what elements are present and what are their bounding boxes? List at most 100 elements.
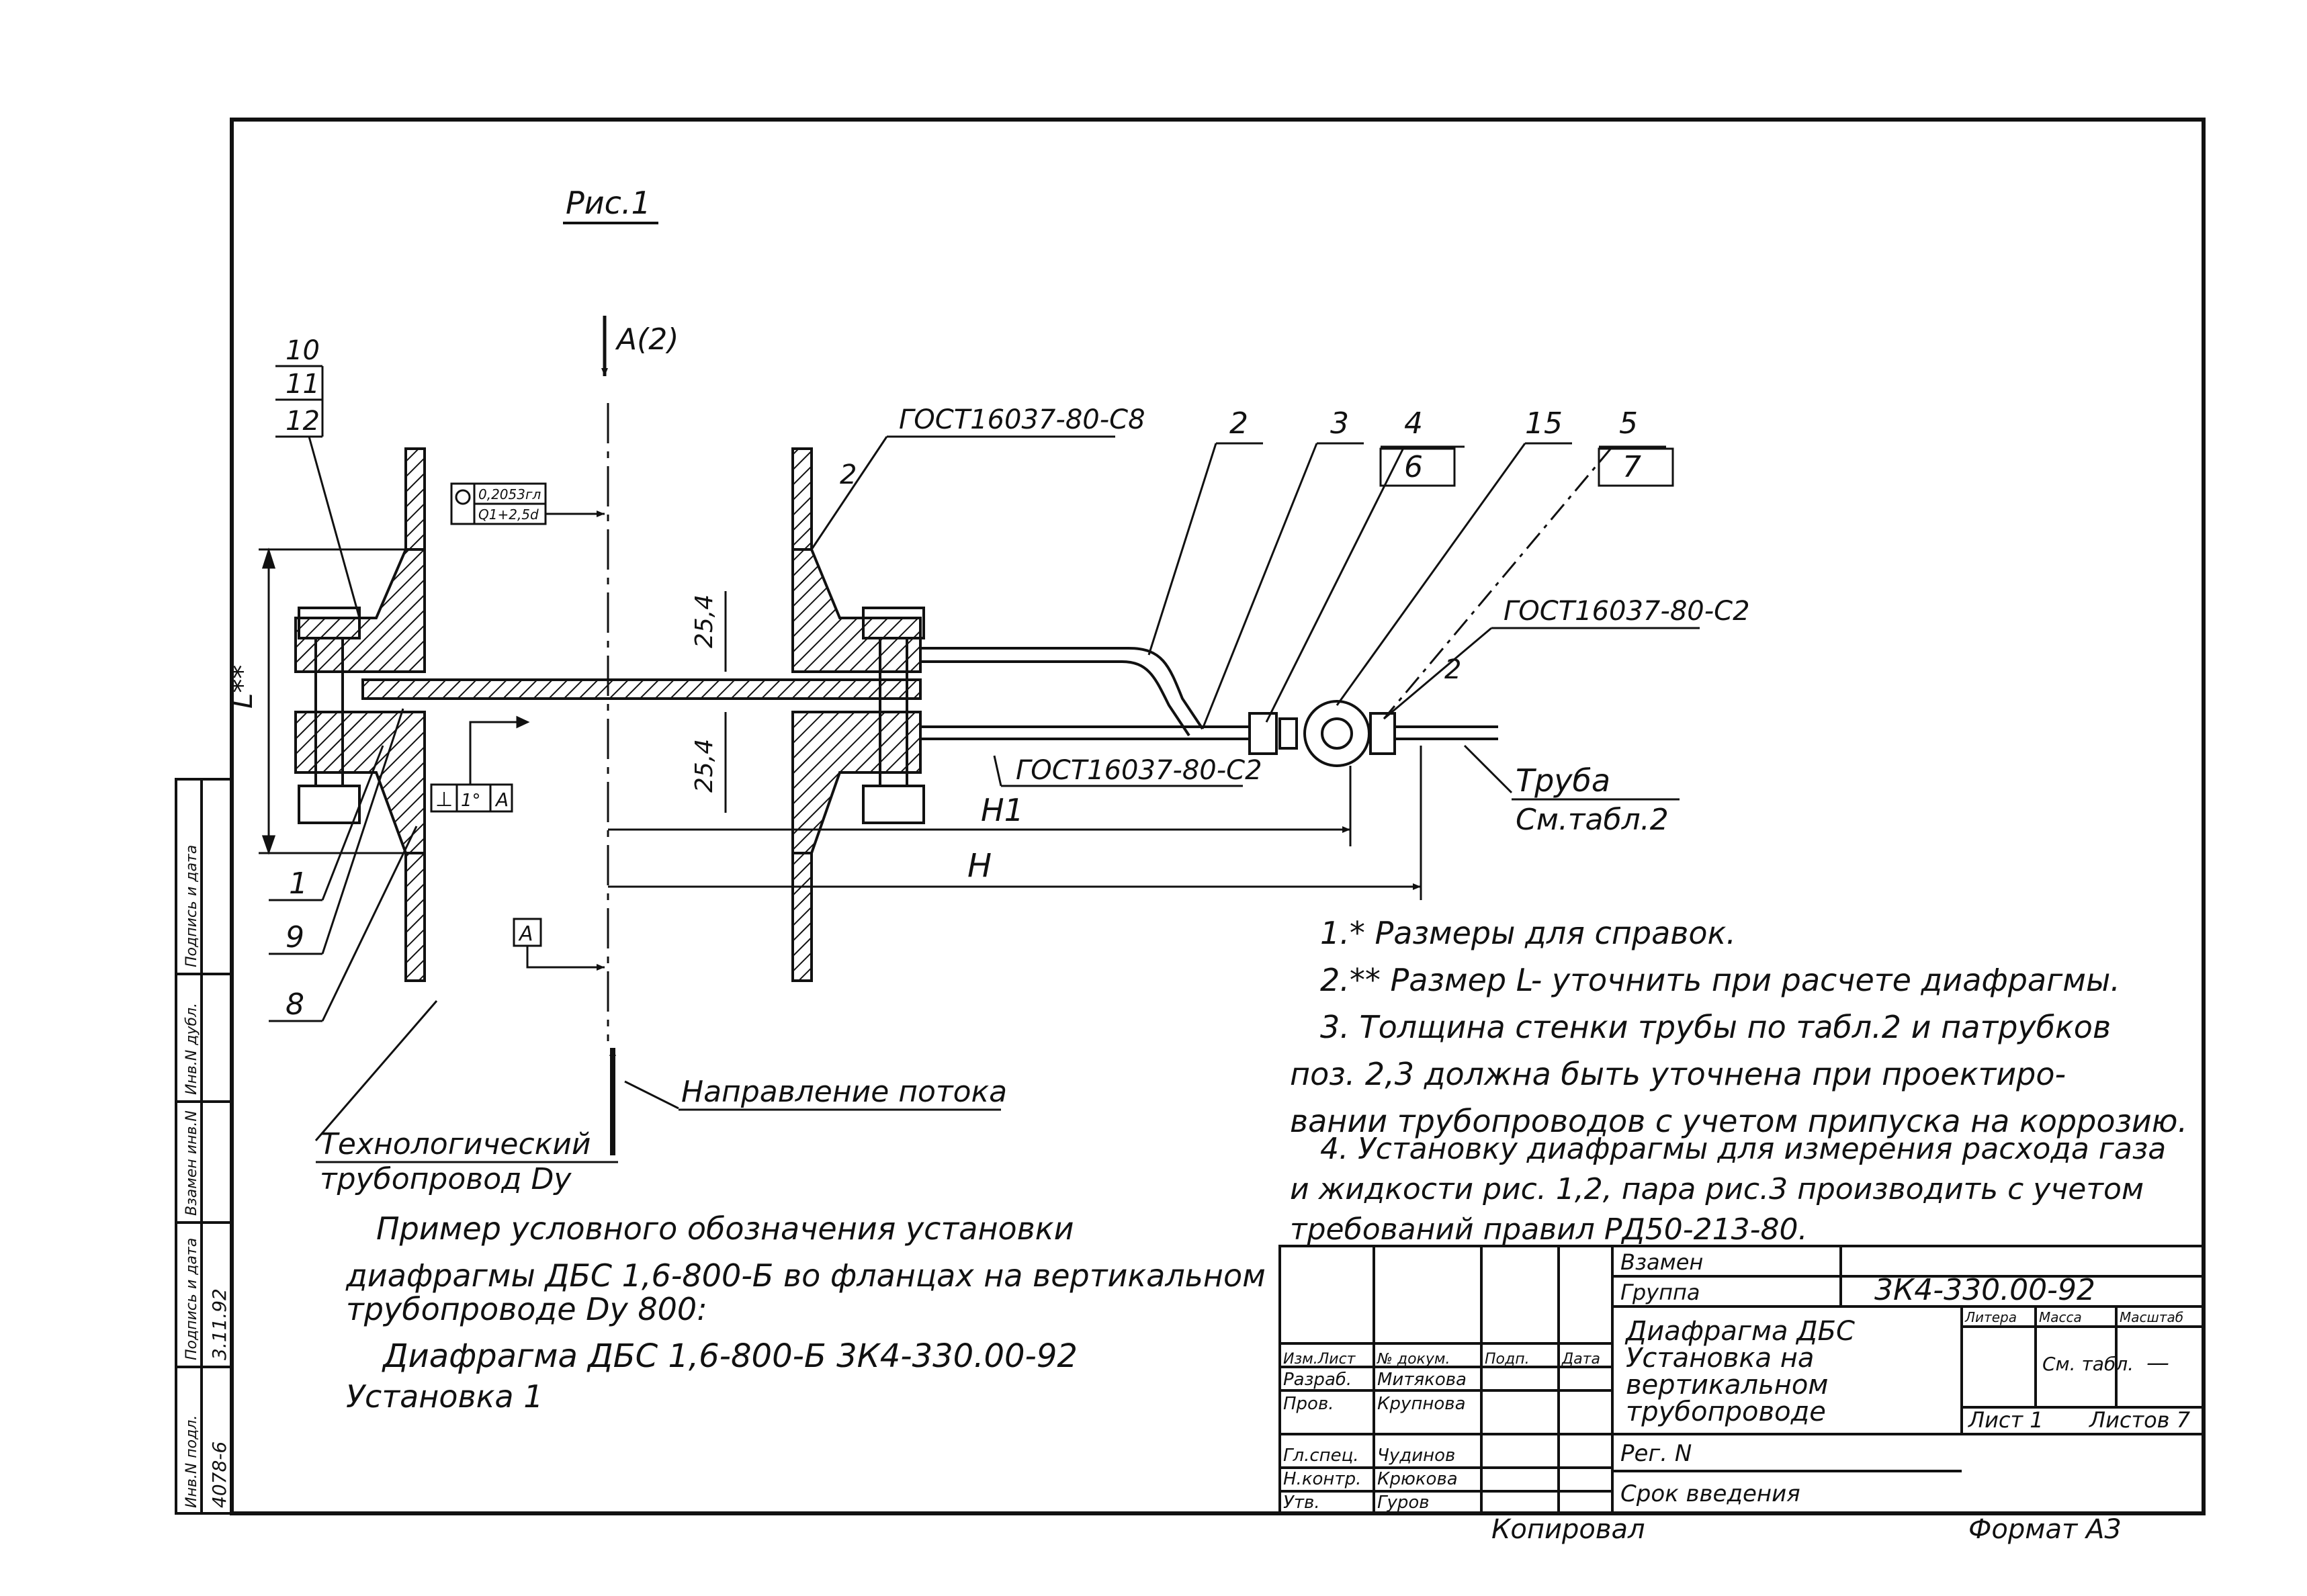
flow-label-leader	[624, 1080, 679, 1110]
title-line: Установка на	[1626, 1343, 1814, 1374]
note-line: вании трубопроводов с учетом припуска на…	[1290, 1103, 2187, 1139]
title-name: Крюкова	[1377, 1469, 1458, 1489]
title-mass-header: Масса	[2039, 1309, 2082, 1325]
side-stamp-label: Подпись и дата	[183, 1238, 200, 1360]
position-6-box	[1379, 447, 1456, 487]
dimension-upper-label: 25,4	[691, 594, 718, 648]
section-mark: A(2)	[615, 322, 679, 357]
side-stamp	[175, 778, 233, 1515]
weld-callout-top-text: ГОСТ16037-80-С8	[899, 404, 1145, 435]
position-3: 3	[1330, 406, 1349, 441]
bolt-left	[298, 607, 361, 824]
position-2: 2	[1229, 406, 1248, 441]
process-pipe-line1: Технологический	[320, 1127, 591, 1161]
dimension-H-label: H	[967, 847, 992, 885]
title-line: Диафрагма ДБС	[1624, 1316, 1855, 1347]
title-scale-value: —	[2146, 1349, 2169, 1376]
pipe-wall-left-lower	[404, 852, 426, 982]
tolerance-perp-value: 1°	[461, 791, 481, 811]
valve-fitting	[1248, 700, 1498, 767]
title-role: Гл.спец.	[1283, 1446, 1359, 1466]
title-role: Разраб.	[1283, 1370, 1352, 1390]
tolerance-frame-perp	[430, 715, 530, 813]
position-leaders-right	[1147, 442, 1666, 729]
weld-callout-bottom-text: ГОСТ16037-80-С2	[1016, 755, 1262, 786]
pipe-wall-right-lower	[791, 852, 813, 982]
title-line: вертикальном	[1626, 1370, 1828, 1401]
tolerance-round-line2: Q1+2,5d	[478, 506, 539, 523]
pipe-wall-left-upper	[404, 447, 426, 551]
datum-label: A	[518, 922, 533, 946]
title-name: Митякова	[1377, 1370, 1467, 1390]
position-7-box	[1598, 447, 1674, 487]
pipe-label-leader	[1463, 744, 1513, 794]
note-line: 3. Толщина стенки трубы по табл.2 и патр…	[1320, 1009, 2111, 1045]
example-line: Установка 1	[346, 1378, 543, 1415]
weld-callout-right: ГОСТ16037-80-С2	[1383, 596, 1750, 720]
title-intro-date: Срок введения	[1620, 1480, 1800, 1507]
title-line: трубопроводе	[1626, 1396, 1826, 1427]
title-scale-header: Масштаб	[2120, 1309, 2183, 1325]
title-role: Н.контр.	[1283, 1469, 1361, 1489]
flange-upper-right	[791, 548, 922, 673]
position-11: 11	[286, 369, 320, 400]
weld-size-1: 2	[840, 459, 857, 490]
title-name: Гуров	[1377, 1493, 1430, 1513]
title-mass-value: См. табл.	[2042, 1353, 2134, 1375]
position-stack-left	[275, 365, 361, 619]
position-leaders-lower-left	[269, 708, 418, 1022]
title-name: Крупнова	[1377, 1394, 1466, 1414]
impulse-tube-lower	[920, 725, 1250, 740]
tolerance-frame-round	[450, 482, 605, 525]
title-sheets: Листов 7	[2089, 1407, 2191, 1433]
process-pipe-leader	[314, 1000, 438, 1141]
pipe-wall-right-upper	[791, 447, 813, 551]
dimension-lower-label: 25,4	[691, 739, 718, 793]
side-stamp-label: Инв.N подл.	[183, 1415, 200, 1508]
weld-callout-right-text: ГОСТ16037-80-С2	[1504, 596, 1750, 627]
tolerance-round-line1: 0,2053гл	[478, 486, 541, 502]
note-line: требований правил РД50-213-80.	[1290, 1212, 1807, 1247]
title-doc-number: 3К4-330.00-92	[1874, 1273, 2095, 1307]
impulse-tube-upper	[920, 647, 1204, 737]
example-block: Пример условного обозначения установки д…	[345, 1210, 1266, 1415]
position-5: 5	[1619, 406, 1638, 441]
pipe-label-line1: Труба	[1516, 762, 1610, 799]
example-line: Пример условного обозначения установки	[376, 1210, 1074, 1247]
side-stamp-label: Взамен инв.N	[183, 1110, 200, 1216]
note-line: и жидкости рис. 1,2, пара рис.3 производ…	[1290, 1172, 2144, 1206]
weld-callout-top: ГОСТ16037-80-С8	[810, 404, 1145, 550]
title-role: Пров.	[1283, 1394, 1334, 1414]
pipe-label-line2: См.табл.2	[1516, 803, 1669, 837]
weld-callout-bottom: ГОСТ16037-80-С2	[993, 755, 1262, 787]
position-15: 15	[1525, 406, 1563, 441]
title-block	[1278, 1245, 2205, 1515]
position-4: 4	[1404, 406, 1423, 441]
title-header-col: № докум.	[1377, 1351, 1450, 1368]
side-stamp-label: Подпись и дата	[183, 845, 200, 967]
tolerance-perp-datum: A	[494, 789, 509, 811]
example-line: трубопроводе Dy 800:	[346, 1291, 707, 1327]
weld-size-2: 2	[1444, 654, 1461, 685]
position-1: 1	[289, 867, 308, 901]
title-sheet: Лист 1	[1968, 1407, 2044, 1433]
position-10: 10	[286, 335, 320, 366]
position-7: 7	[1622, 450, 1641, 484]
position-8: 8	[286, 987, 304, 1022]
dimension-H1-label: H1	[981, 792, 1024, 828]
note-line: 2.** Размер L- уточнить при расчете диаф…	[1320, 962, 2120, 998]
note-line: 4. Установку диафрагмы для измерения рас…	[1320, 1132, 2166, 1166]
position-9: 9	[286, 920, 304, 955]
position-6: 6	[1404, 450, 1423, 484]
title-stage-header: Литера	[1964, 1309, 2017, 1325]
dimension-L-label: L**	[226, 665, 259, 709]
title-header-col: Изм.Лист	[1283, 1351, 1356, 1368]
title-copied: Копировал	[1491, 1514, 1645, 1545]
title-role: Утв.	[1283, 1493, 1320, 1513]
title-reg: Рег. N	[1620, 1440, 1692, 1467]
side-stamp-label: Инв.N дубл.	[183, 1003, 200, 1095]
bolt-right	[862, 607, 925, 824]
title-format: Формат А3	[1968, 1514, 2122, 1545]
title-group: Группа	[1620, 1280, 1700, 1305]
